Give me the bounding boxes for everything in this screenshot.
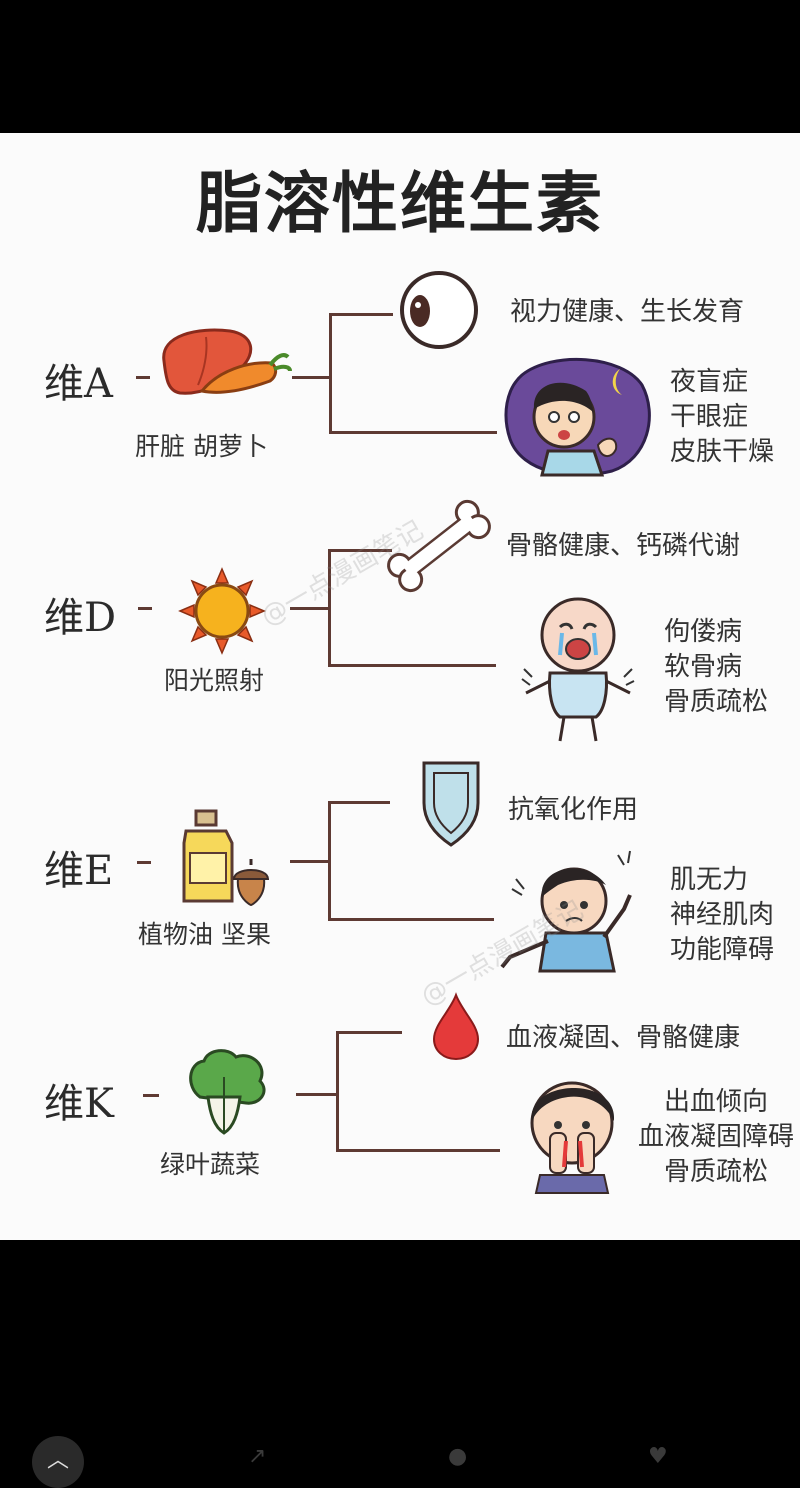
- page-title: 脂溶性维生素: [196, 165, 604, 242]
- source-label-k: 绿叶蔬菜: [160, 1150, 261, 1179]
- deficiency-item: 干眼症: [670, 402, 749, 432]
- deficiency-item: 骨质疏松: [664, 687, 769, 717]
- effect-label-k: 血液凝固、骨骼健康: [506, 1023, 741, 1053]
- scroll-up-button[interactable]: ︿: [32, 1436, 84, 1488]
- branch-line: [329, 313, 393, 316]
- effect-label-d: 骨骼健康、钙磷代谢: [506, 531, 741, 561]
- connector: [137, 861, 151, 864]
- deficiency-list-e: 肌无力 神经肌肉 功能障碍: [670, 863, 774, 968]
- branch-line: [336, 1031, 339, 1152]
- chevron-up-icon: ︿: [46, 1448, 69, 1473]
- connector: [138, 607, 152, 610]
- comment-icon[interactable]: ●: [448, 1444, 468, 1469]
- connector: [290, 860, 330, 863]
- branch-line: [328, 549, 331, 667]
- branch-line: [329, 313, 332, 434]
- deficiency-item: 软骨病: [664, 652, 743, 682]
- source-label-d: 阳光照射: [164, 666, 265, 695]
- connector: [292, 376, 329, 379]
- deficiency-item: 神经肌肉: [670, 900, 775, 930]
- like-icon[interactable]: ♥: [648, 1444, 668, 1469]
- bone-icon: [387, 499, 491, 593]
- deficiency-item: 功能障碍: [670, 935, 775, 965]
- cabbage-icon: [189, 1049, 266, 1135]
- source-label-e: 植物油 坚果: [138, 920, 271, 949]
- connector: [296, 1093, 338, 1096]
- section-label-k: 维K: [44, 1081, 114, 1127]
- connector: [136, 376, 150, 379]
- branch-line: [328, 801, 331, 921]
- branch-line: [328, 549, 392, 552]
- branch-line: [336, 1149, 500, 1152]
- effect-label-a: 视力健康、生长发育: [510, 297, 745, 327]
- deficiency-list-k: 出血倾向 血液凝固障碍 骨质疏松: [632, 1085, 800, 1190]
- shield-icon: [422, 761, 480, 847]
- deficiency-item: 肌无力: [670, 865, 749, 895]
- deficiency-item: 血液凝固障碍: [637, 1122, 794, 1152]
- branch-line: [328, 918, 494, 921]
- scared-child-icon: [504, 357, 651, 477]
- deficiency-item: 佝偻病: [664, 617, 743, 647]
- nut-icon: [232, 859, 270, 907]
- crying-baby-icon: [521, 597, 635, 742]
- deficiency-list-d: 佝偻病 软骨病 骨质疏松: [664, 615, 768, 720]
- deficiency-item: 出血倾向: [663, 1087, 768, 1117]
- source-label-a: 肝脏 胡萝卜: [135, 432, 268, 461]
- carrot-icon: [199, 353, 292, 394]
- share-icon[interactable]: ↗: [248, 1444, 267, 1469]
- nosebleed-boy-icon: [530, 1081, 615, 1194]
- deficiency-item: 夜盲症: [670, 367, 749, 397]
- oil-bottle-icon: [182, 809, 234, 903]
- deficiency-item: 皮肤干燥: [670, 437, 775, 467]
- deficiency-item: 骨质疏松: [663, 1157, 768, 1187]
- branch-line: [328, 664, 496, 667]
- effect-label-e: 抗氧化作用: [508, 795, 639, 825]
- branch-line: [336, 1031, 402, 1034]
- section-label-d: 维D: [44, 595, 117, 641]
- connector: [290, 607, 330, 610]
- sun-icon: [178, 567, 266, 655]
- branch-line: [328, 801, 390, 804]
- section-label-e: 维E: [44, 848, 114, 894]
- blood-drop-icon: [432, 992, 480, 1061]
- infographic-card: 脂溶性维生素 维A 肝脏 胡萝卜 视力健康、生长发育 夜盲症 干眼症 皮肤干燥 …: [0, 133, 800, 1240]
- section-label-a: 维A: [44, 361, 113, 407]
- eye-icon: [400, 271, 478, 349]
- deficiency-list-a: 夜盲症 干眼症 皮肤干燥: [670, 365, 774, 470]
- connector: [143, 1094, 159, 1097]
- branch-line: [329, 431, 497, 434]
- weak-boy-icon: [500, 850, 632, 973]
